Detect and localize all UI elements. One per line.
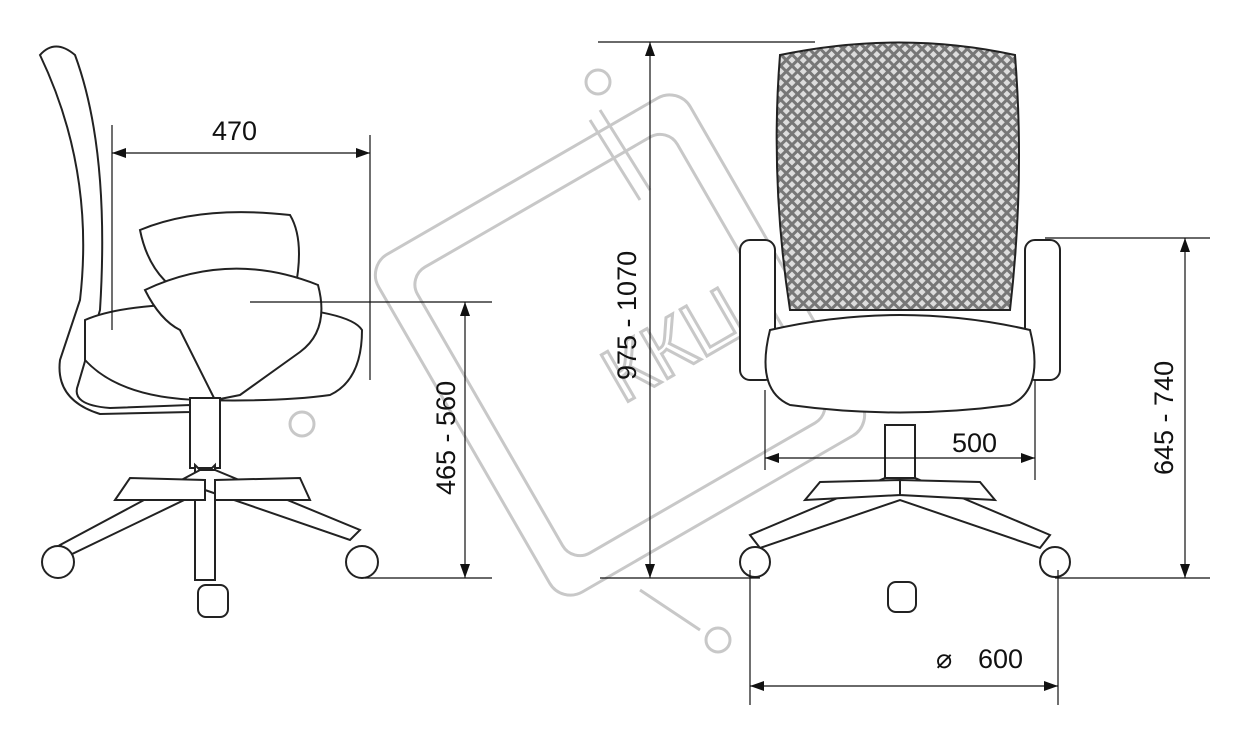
- chair-front-view: [739, 41, 1071, 613]
- dim-base-diameter: 600: [978, 644, 1023, 674]
- dim-seat-width: 500: [952, 428, 997, 458]
- dim-seat-height: 465 - 560: [431, 381, 461, 495]
- dimension-lines: [111, 41, 1210, 705]
- dim-side-depth: 470: [212, 116, 257, 146]
- dim-armrest-height: 645 - 740: [1149, 361, 1179, 475]
- dim-total-height: 975 - 1070: [612, 251, 642, 380]
- dim-diameter-symbol: ⌀: [936, 644, 952, 674]
- chair-side-view: [38, 45, 379, 618]
